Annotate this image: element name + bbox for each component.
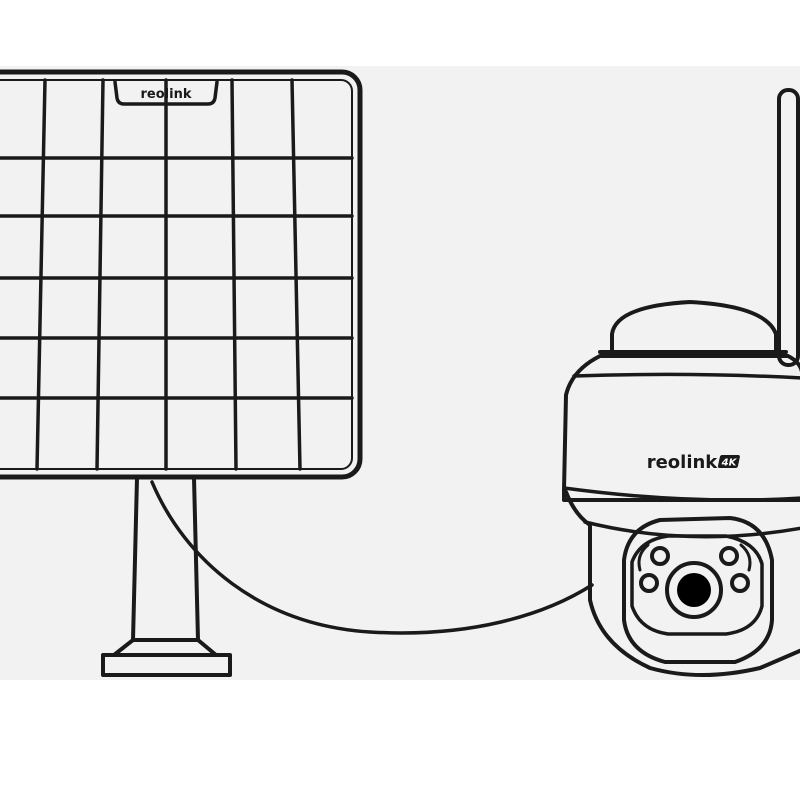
lens-ring [665, 561, 723, 619]
security-camera: reolink 4K [562, 88, 800, 677]
camera-logo: reolink [647, 452, 719, 473]
spotlight-top-right [719, 546, 739, 566]
camera-4k-label: 4K [721, 458, 738, 469]
power-cable [150, 480, 594, 635]
camera-head [564, 490, 800, 677]
spotlight-top-left [650, 546, 670, 566]
lens-housing [622, 516, 774, 664]
spotlight-bottom-right [730, 573, 750, 593]
panel-logo: reolink [141, 87, 192, 102]
lens-bezel [630, 534, 764, 636]
solar-cell-grid [0, 78, 354, 471]
camera-antenna [777, 88, 800, 367]
solar-panel: reolink [0, 69, 363, 480]
panel-logo-tab [113, 80, 219, 106]
panel-stand [101, 476, 232, 677]
solar-panel-frame [0, 69, 363, 480]
spotlight-bottom-left [639, 573, 659, 593]
camera-body [562, 354, 800, 502]
camera-lens [677, 573, 711, 607]
camera-dome [610, 300, 778, 354]
camera-4k-badge [717, 455, 740, 468]
